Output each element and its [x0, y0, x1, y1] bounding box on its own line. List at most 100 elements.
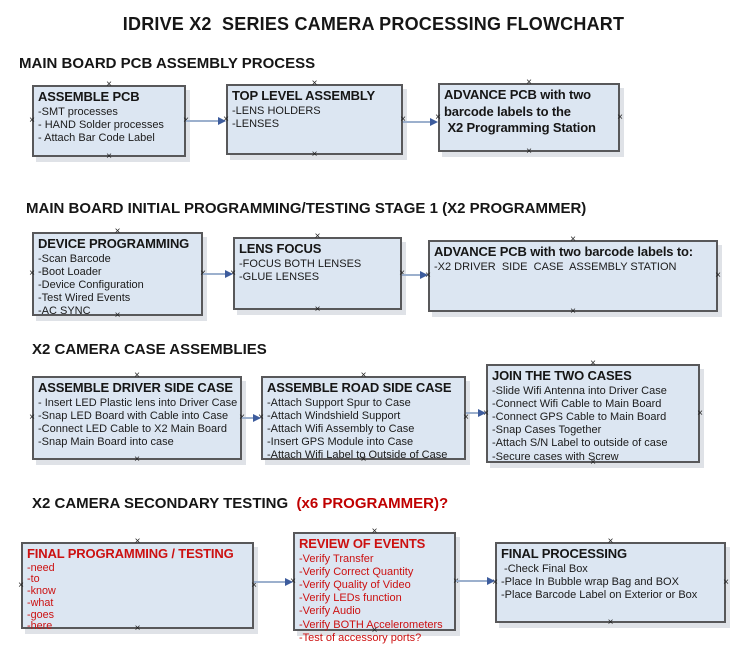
connector-anchor-top-icon[interactable]: ×	[607, 536, 614, 547]
connector-anchor-top-icon[interactable]: ×	[371, 526, 378, 537]
connector-anchor-left-icon[interactable]: ×	[483, 407, 489, 419]
connector-anchor-bottom-icon[interactable]: ×	[590, 457, 596, 468]
box-item: -Check Final Box	[501, 562, 588, 575]
box-item: -know	[27, 585, 56, 598]
arrow-head-icon	[487, 577, 495, 585]
connector-anchor-left-icon[interactable]: ×	[18, 579, 24, 591]
connector-anchor-bottom-icon[interactable]: ×	[314, 304, 321, 315]
connector-anchor-left-icon[interactable]: ×	[492, 576, 498, 588]
box-item: -what	[27, 596, 54, 609]
connector-anchor-bottom-icon[interactable]: ×	[570, 306, 576, 317]
flow-box-device-programming[interactable]: × × × × DEVICE PROGRAMMING -Scan Barcode…	[29, 227, 206, 321]
connector-anchor-bottom-icon[interactable]: ×	[106, 151, 112, 162]
connector-anchor-left-icon[interactable]: ×	[29, 115, 35, 126]
box-title: LENS FOCUS	[239, 241, 322, 256]
connector-anchor-top-icon[interactable]: ×	[106, 79, 112, 90]
flow-box-assemble-driver-side-case[interactable]: × × × × ASSEMBLE DRIVER SIDE CASE - Inse…	[29, 371, 245, 465]
connector-anchor-right-icon[interactable]: ×	[715, 270, 721, 281]
connector-anchor-left-icon[interactable]: ×	[29, 412, 35, 423]
flow-box-join-the-two-cases[interactable]: × × × × JOIN THE TWO CASES -Slide Wifi A…	[483, 359, 703, 468]
flow-connector-arrow[interactable]	[254, 578, 293, 587]
connector-anchor-left-icon[interactable]: ×	[290, 575, 296, 587]
flow-box-assemble-pcb[interactable]: × × × × ASSEMBLE PCB -SMT processes- HAN…	[29, 80, 189, 162]
connector-anchor-left-icon[interactable]: ×	[258, 412, 264, 423]
flow-box-review-of-events[interactable]: × × × × REVIEW OF EVENTS -Verify Transfe…	[290, 527, 459, 644]
box-title: FINAL PROGRAMMING / TESTING	[27, 546, 234, 561]
connector-anchor-left-icon[interactable]: ×	[425, 270, 431, 281]
connector-anchor-bottom-icon[interactable]: ×	[134, 454, 140, 465]
box-item: - Insert LED Plastic lens into Driver Ca…	[38, 396, 238, 409]
connector-anchor-top-icon[interactable]: ×	[526, 77, 532, 88]
connector-anchor-right-icon[interactable]: ×	[463, 412, 469, 423]
connector-anchor-left-icon[interactable]: ×	[230, 267, 236, 279]
flow-box-assemble-road-side-case[interactable]: × × × × ASSEMBLE ROAD SIDE CASE -Attach …	[258, 371, 469, 465]
flow-connector-arrow[interactable]	[466, 409, 486, 418]
connector-anchor-right-icon[interactable]: ×	[251, 579, 257, 591]
flow-connector-arrow[interactable]	[402, 271, 428, 280]
arrow-head-icon	[285, 578, 293, 586]
connector-anchor-top-icon[interactable]: ×	[590, 358, 596, 369]
section-heading-1: MAIN BOARD PCB ASSEMBLY PROCESS	[19, 55, 315, 72]
arrow-line	[186, 120, 221, 122]
box-item: -X2 DRIVER SIDE CASE ASSEMBLY STATION	[434, 260, 677, 273]
connector-anchor-top-icon[interactable]: ×	[114, 226, 121, 237]
flow-connector-arrow[interactable]	[403, 118, 438, 127]
box-item: -Attach S/N Label to outside of case	[492, 437, 668, 450]
connector-anchor-bottom-icon[interactable]: ×	[360, 454, 367, 465]
connector-anchor-bottom-icon[interactable]: ×	[526, 146, 532, 157]
connector-anchor-left-icon[interactable]: ×	[29, 268, 35, 279]
connector-anchor-right-icon[interactable]: ×	[400, 113, 406, 125]
connector-anchor-bottom-icon[interactable]: ×	[134, 623, 141, 634]
flow-box-advance-pcb-to-programming-station[interactable]: × × × × ADVANCE PCB with two barcode lab…	[435, 78, 623, 157]
box-items: -LENS HOLDERS-LENSES	[232, 105, 398, 131]
connector-anchor-top-icon[interactable]: ×	[311, 78, 318, 89]
box-item: -to	[27, 573, 40, 586]
connector-anchor-bottom-icon[interactable]: ×	[114, 310, 121, 321]
box-title: JOIN THE TWO CASES	[492, 368, 632, 383]
box-item: -Verify BOTH Accelerometers	[299, 618, 443, 631]
flow-connector-arrow[interactable]	[203, 270, 233, 279]
box-item: -need	[27, 561, 55, 574]
section-heading-text: MAIN BOARD PCB ASSEMBLY PROCESS	[19, 55, 316, 72]
flow-connector-arrow[interactable]	[456, 577, 495, 586]
box-item: -Scan Barcode	[38, 252, 111, 265]
flow-box-top-level-assembly[interactable]: × × × × TOP LEVEL ASSEMBLY -LENS HOLDERS…	[223, 79, 406, 160]
connector-anchor-left-icon[interactable]: ×	[223, 113, 229, 125]
box-title: DEVICE PROGRAMMING	[38, 236, 190, 251]
connector-anchor-bottom-icon[interactable]: ×	[371, 625, 378, 636]
box-item: -Place In Bubble wrap Bag and BOX	[501, 575, 679, 588]
flow-connector-arrow[interactable]	[242, 414, 261, 423]
connector-anchor-bottom-icon[interactable]: ×	[311, 149, 318, 160]
box-item: -Boot Loader	[38, 265, 102, 278]
flow-box-final-programming-testing[interactable]: × × × × FINAL PROGRAMMING / TESTING -nee…	[18, 537, 257, 634]
connector-anchor-bottom-icon[interactable]: ×	[607, 617, 614, 628]
box-item: -AC SYNC	[38, 305, 91, 318]
arrow-head-icon	[420, 271, 428, 279]
connector-anchor-top-icon[interactable]: ×	[134, 370, 140, 381]
section-heading-4: X2 CAMERA SECONDARY TESTING (x6 PROGRAMM…	[32, 495, 448, 512]
box-item: -Verify Correct Quantity	[299, 565, 414, 578]
box-title: REVIEW OF EVENTS	[299, 536, 426, 551]
connector-anchor-right-icon[interactable]: ×	[617, 111, 623, 123]
flow-box-lens-focus[interactable]: × × × × LENS FOCUS -FOCUS BOTH LENSES-GL…	[230, 232, 405, 315]
section-heading-text: X2 CAMERA CASE ASSEMBLIES	[32, 341, 267, 358]
section-heading-red-text: (x6 PROGRAMMER)?	[296, 495, 449, 512]
connector-anchor-right-icon[interactable]: ×	[723, 576, 729, 588]
box-items: -Attach Support Spur to Case-Attach Wind…	[267, 397, 461, 463]
box-item: -GLUE LENSES	[239, 270, 320, 283]
connector-anchor-right-icon[interactable]: ×	[697, 407, 703, 419]
arrow-line	[456, 580, 490, 582]
connector-anchor-top-icon[interactable]: ×	[360, 370, 367, 381]
box-item: - Attach Bar Code Label	[38, 131, 155, 144]
connector-anchor-left-icon[interactable]: ×	[435, 111, 441, 123]
connector-anchor-top-icon[interactable]: ×	[134, 536, 141, 547]
connector-anchor-right-icon[interactable]: ×	[399, 267, 405, 279]
section-heading-2: MAIN BOARD INITIAL PROGRAMMING/TESTING S…	[26, 200, 586, 217]
connector-anchor-top-icon[interactable]: ×	[314, 231, 321, 242]
flow-connector-arrow[interactable]	[186, 117, 226, 126]
connector-anchor-top-icon[interactable]: ×	[570, 234, 576, 245]
flow-box-final-processing[interactable]: × × × × FINAL PROCESSING -Check Final Bo…	[492, 537, 729, 628]
box-item: -Slide Wifi Antenna into Driver Case	[492, 384, 667, 397]
section-heading-3: X2 CAMERA CASE ASSEMBLIES	[32, 341, 267, 358]
flow-box-advance-pcb-to-driver-side[interactable]: × × × × ADVANCE PCB with two barcode lab…	[425, 235, 721, 317]
